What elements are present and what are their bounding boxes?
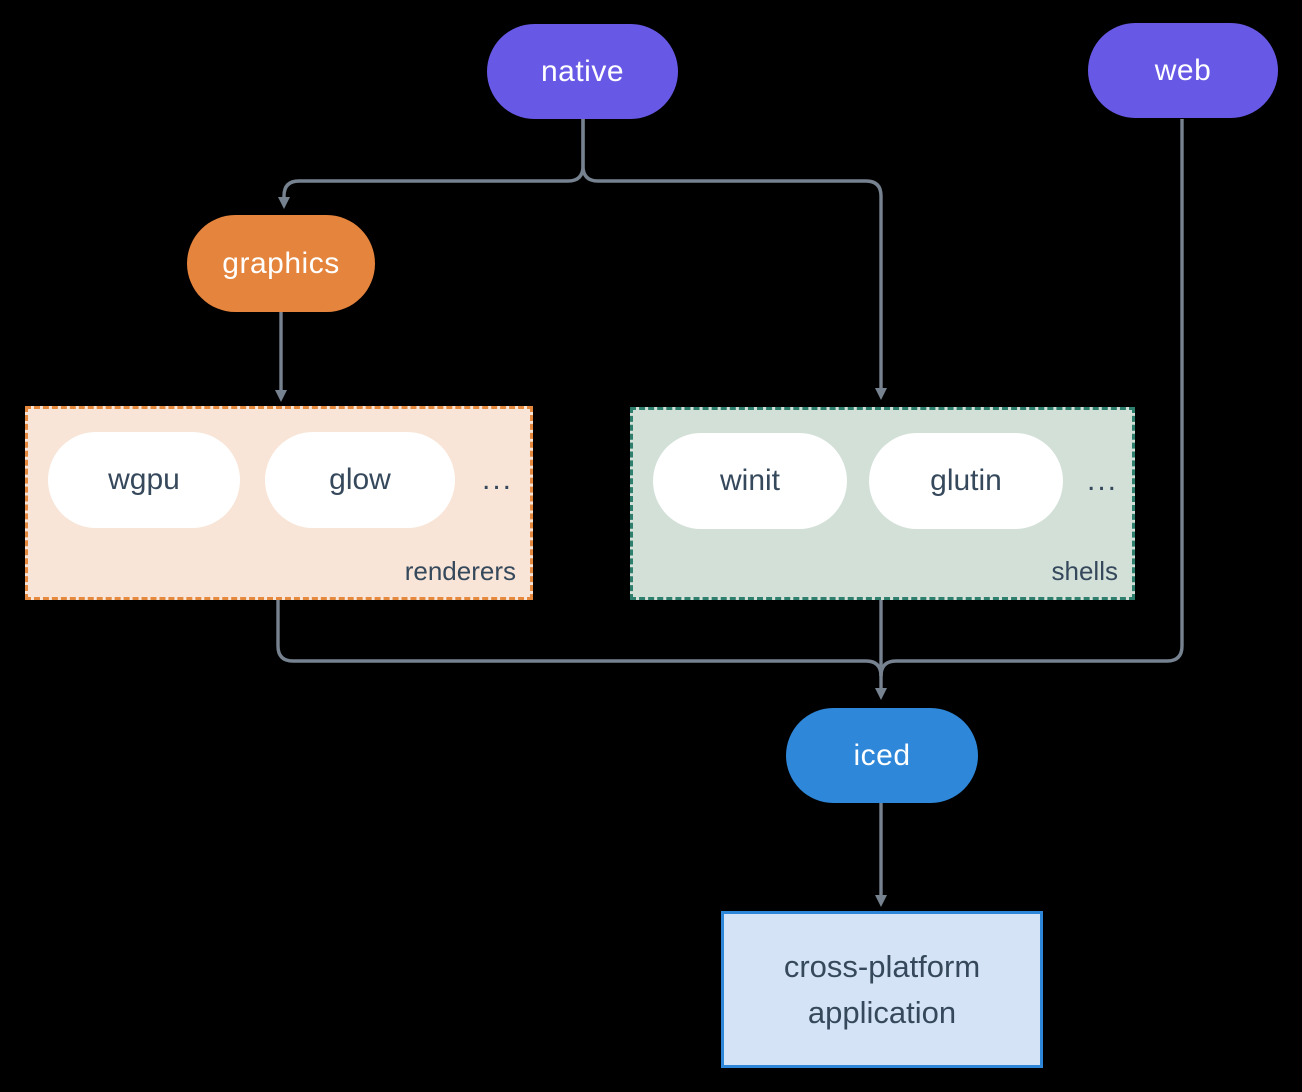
edge-native-to-graphics: [278, 119, 585, 209]
node-glutin: glutin: [869, 433, 1063, 529]
node-wgpu: wgpu: [48, 432, 240, 528]
node-glow: glow: [265, 432, 455, 528]
application-label-line1: cross-platform: [783, 948, 981, 984]
shells-ellipsis: ...: [1087, 464, 1119, 497]
node-iced: iced: [786, 708, 978, 803]
renderers-ellipsis: ...: [482, 463, 514, 496]
shells-group-label: shells: [1051, 556, 1118, 586]
edge-renderers-to-junction: [276, 600, 883, 677]
node-web: web: [1088, 23, 1278, 118]
edge-native-to-shells: [581, 119, 887, 400]
application-label-line2: application: [807, 994, 957, 1030]
group-renderers: wgpu glow ... renderers: [25, 406, 533, 600]
node-graphics: graphics: [187, 215, 375, 312]
group-shells: winit glutin ... shells: [630, 407, 1135, 600]
node-winit: winit: [653, 433, 847, 529]
edge-web-to-junction: [879, 119, 1184, 677]
cross-platform-application-box: cross-platform application: [721, 911, 1043, 1068]
node-native: native: [487, 24, 678, 119]
renderers-group-label: renderers: [404, 556, 516, 586]
